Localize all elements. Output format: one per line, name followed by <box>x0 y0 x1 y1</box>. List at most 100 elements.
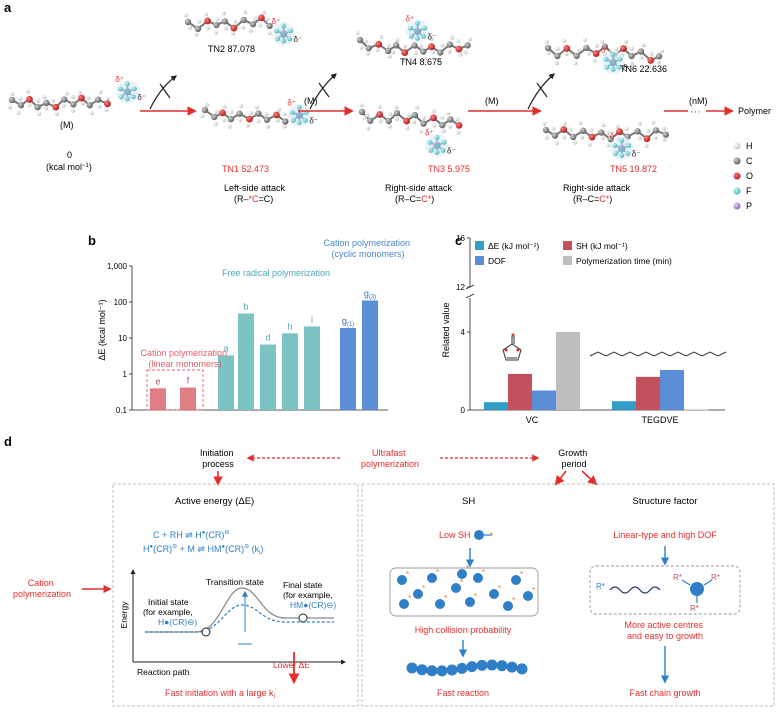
right-attack-1-formula: (R–C=C*) <box>395 194 434 204</box>
hydrogen-atom <box>214 30 219 35</box>
chart-c-bar-1-0 <box>612 401 636 410</box>
hydrogen-atom <box>213 121 218 126</box>
hydrogen-atom <box>440 115 445 120</box>
carbon-atom <box>554 52 561 60</box>
carbon-atom <box>282 118 289 125</box>
chart-b-bar-label-6: i <box>311 314 313 324</box>
hydrogen-atom <box>456 130 461 135</box>
atom-legend-f-icon <box>733 187 741 195</box>
hydrogen-atom <box>573 140 578 145</box>
hydrogen-atom <box>105 96 110 101</box>
oxygen-atom <box>26 95 33 103</box>
active-star: * <box>444 594 447 603</box>
oxygen-atom <box>455 45 463 53</box>
fluorine-atom <box>125 81 130 87</box>
hydrogen-atom <box>54 112 59 117</box>
final-state-line2: (for example, <box>283 590 333 600</box>
hydrogen-atom <box>359 103 364 108</box>
active-star: * <box>512 596 515 605</box>
hydrogen-atom <box>468 37 473 42</box>
group-cation-linear-line1: Cation polymerization <box>140 348 227 358</box>
hydrogen-atom <box>568 127 573 132</box>
delta-plus: δ⁺ <box>115 75 124 84</box>
hydrogen-atom <box>366 51 371 56</box>
active-energy-title: Active energy (ΔE) <box>175 496 254 507</box>
delta-minus: δ⁻ <box>623 63 632 72</box>
ultrafast-line2: polymerization <box>361 459 419 469</box>
hydrogen-atom <box>363 39 368 44</box>
hydrogen-atom <box>629 61 634 66</box>
final-state-line3: HM●(CR)⊖) <box>290 600 336 610</box>
carbon-atom <box>211 113 218 121</box>
polymer-label: Polymer <box>738 106 771 116</box>
hydrogen-atom <box>215 17 220 22</box>
hydrogen-atom <box>233 19 238 24</box>
hydrogen-atom <box>97 104 102 109</box>
chart-b-tick-label: 10 <box>118 334 127 343</box>
hydrogen-atom <box>441 129 446 134</box>
hydrogen-atom <box>104 107 109 112</box>
chart-c-tick-label: 0 <box>461 406 466 415</box>
atom-legend-c-icon <box>733 157 741 165</box>
low-sh-molecule <box>474 530 484 540</box>
hydrogen-atom <box>7 105 12 110</box>
structure-factor-title: Structure factor <box>633 496 698 507</box>
tn2-label: TN2 87.078 <box>208 44 255 54</box>
fluorine-atom <box>434 149 440 155</box>
transition-state-label: Transition state <box>206 577 264 587</box>
chart-c-bar-0-3 <box>556 332 580 410</box>
growth-line1: Growth <box>558 448 587 458</box>
active-star: * <box>474 592 477 601</box>
delta-minus: δ⁻ <box>428 32 437 41</box>
energy-curve-lowered <box>145 604 334 633</box>
delta-plus: δ⁺ <box>287 98 296 107</box>
fluorine-atom <box>612 143 618 148</box>
oxygen-atom <box>560 126 568 133</box>
more-active-line2: and easy to growth <box>627 631 703 641</box>
chain-unit <box>406 662 418 674</box>
hydrogen-atom <box>365 113 370 118</box>
fluorine-atom <box>434 134 440 140</box>
chart-b-bar-label-sub: (3) <box>369 295 376 301</box>
branched-center <box>690 582 704 596</box>
oxygen-atom <box>643 135 651 143</box>
hydrogen-atom <box>615 124 620 129</box>
tn1-label: TN1 52.473 <box>222 164 269 174</box>
hydrogen-atom <box>639 55 644 60</box>
chart-b-bar-label-0: e <box>155 376 160 386</box>
hydrogen-atom <box>592 58 597 63</box>
carbon-atom <box>411 111 419 119</box>
hydrogen-atom <box>429 36 434 41</box>
hydrogen-atom <box>388 111 393 116</box>
growth-line2: period <box>561 459 586 469</box>
active-star: * <box>408 594 411 603</box>
chart-c-legend-label-1: SH (kJ mol⁻¹) <box>576 241 628 251</box>
chart-b-bar-label-sub: (1) <box>347 322 354 328</box>
initial-state-line3: H●(CR)⊖) <box>158 617 197 627</box>
carbon-atom <box>583 44 590 52</box>
cation-polymerization-label: Cation polymerization <box>13 578 71 599</box>
panel-c-label: c <box>455 233 462 248</box>
oxygen-atom <box>401 49 409 56</box>
hydrogen-atom <box>614 47 619 52</box>
low-sh-label: Low SH <box>439 530 471 540</box>
carbon-atom <box>201 106 209 114</box>
atom-legend-h-label: H <box>746 141 753 151</box>
fluorine-atom <box>415 20 420 26</box>
chart-c-legend-swatch-2 <box>475 256 484 265</box>
hydrogen-atom <box>200 114 205 119</box>
hydrogen-atom <box>463 50 468 55</box>
arrow-label-m2: (M) <box>485 96 499 106</box>
carbon-atom <box>255 110 262 117</box>
hydrogen-atom <box>71 108 76 113</box>
atom-legend-o-label: O <box>746 171 753 181</box>
hydrogen-atom <box>355 31 360 36</box>
lower-de-label: Lower ΔE <box>273 660 310 670</box>
carbon-atom <box>94 96 102 103</box>
chart-b-bar-label-4: d <box>265 332 270 342</box>
delta-minus: δ⁻ <box>447 146 456 155</box>
chain-unit <box>446 664 458 676</box>
ultrafast-line1: Ultrafast <box>372 448 406 458</box>
hydrogen-atom <box>256 119 261 124</box>
